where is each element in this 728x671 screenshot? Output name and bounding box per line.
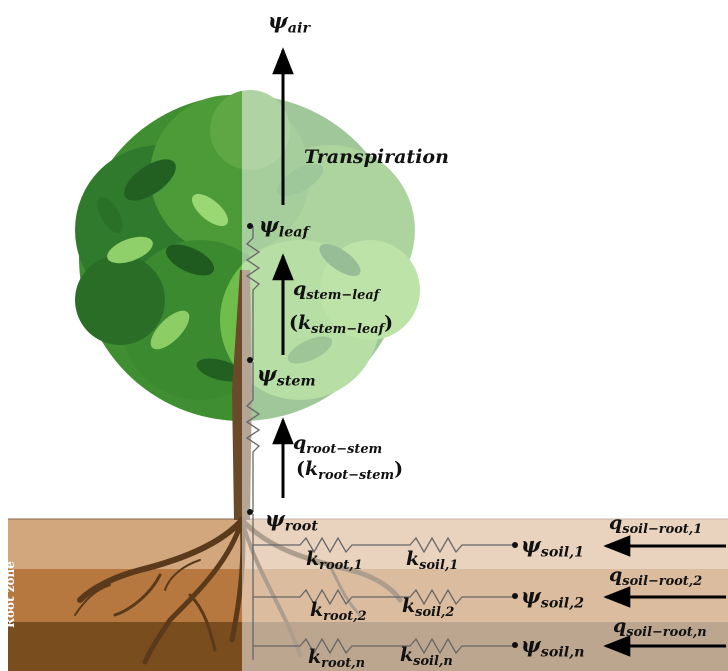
node-soil-n-dot bbox=[512, 642, 518, 648]
psi-soil-n-label: ψsoil,n bbox=[521, 634, 585, 655]
k-root-n-label: kroot,n bbox=[308, 648, 365, 667]
psi-soil-1-label: ψsoil,1 bbox=[521, 534, 584, 555]
transpiration-label: Transpiration bbox=[304, 148, 449, 167]
psi-leaf-label: ψleaf bbox=[259, 214, 309, 235]
k-root-2-label: kroot,2 bbox=[310, 601, 367, 620]
k-soil-2-label: ksoil,2 bbox=[402, 597, 454, 616]
node-soil-2-dot bbox=[512, 593, 518, 599]
psi-root-label: ψroot bbox=[265, 508, 318, 529]
node-leaf-dot bbox=[247, 223, 253, 229]
q-root-stem-label: qroot−stem bbox=[293, 434, 382, 453]
q-soil-root-n-label: qsoil−root,n bbox=[613, 617, 707, 636]
q-soil-root-1-label: qsoil−root,1 bbox=[609, 514, 702, 533]
node-soil-1-dot bbox=[512, 542, 518, 548]
q-stem-leaf-label: qstem−leaf bbox=[293, 280, 379, 299]
psi-soil-2-label: ψsoil,2 bbox=[521, 585, 584, 606]
k-stem-leaf-label: (kstem−leaf) bbox=[289, 314, 393, 333]
node-root-dot bbox=[247, 509, 253, 515]
k-root-1-label: kroot,1 bbox=[306, 550, 363, 569]
q-soil-root-2-label: qsoil−root,2 bbox=[609, 566, 702, 585]
root-zone-label: Root zone bbox=[3, 561, 17, 628]
k-soil-n-label: ksoil,n bbox=[400, 646, 453, 665]
k-soil-1-label: ksoil,1 bbox=[406, 550, 458, 569]
psi-stem-label: ψstem bbox=[257, 363, 316, 384]
node-stem-dot bbox=[247, 357, 253, 363]
k-root-stem-label: (kroot−stem) bbox=[296, 460, 403, 479]
psi-air-label: ψair bbox=[268, 10, 310, 31]
